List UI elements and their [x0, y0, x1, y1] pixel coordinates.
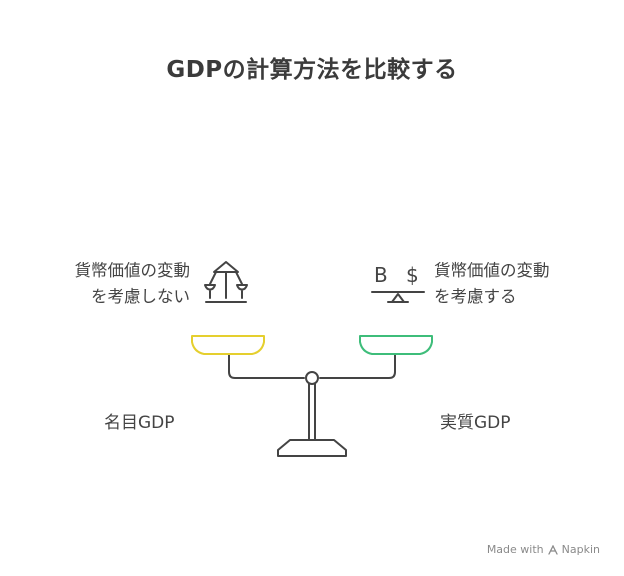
right-pan: [359, 335, 433, 355]
napkin-logo-icon: [547, 544, 558, 555]
real-gdp-label: 実質GDP: [440, 413, 511, 433]
currency-symbol-baht: B: [374, 263, 388, 287]
left-description-line1: 貨幣価値の変動: [74, 261, 191, 280]
left-pan: [191, 335, 265, 355]
watermark-prefix: Made with: [486, 543, 544, 556]
right-description-line2: を考慮する: [434, 287, 517, 306]
watermark: Made with Napkin: [487, 543, 600, 556]
nominal-gdp-label: 名目GDP: [104, 413, 175, 433]
currency-balance-icon: B $: [371, 263, 425, 303]
page-title: GDPの計算方法を比較する: [166, 57, 458, 83]
left-description: 貨幣価値の変動 を考慮しない: [30, 258, 191, 310]
carousel-icon: [204, 261, 248, 303]
right-description: 貨幣価値の変動 を考慮する: [434, 258, 614, 310]
watermark-brand: Napkin: [561, 543, 600, 556]
right-description-line1: 貨幣価値の変動: [434, 261, 550, 280]
currency-symbol-dollar: $: [406, 263, 419, 287]
left-description-line2: を考慮しない: [91, 287, 190, 306]
